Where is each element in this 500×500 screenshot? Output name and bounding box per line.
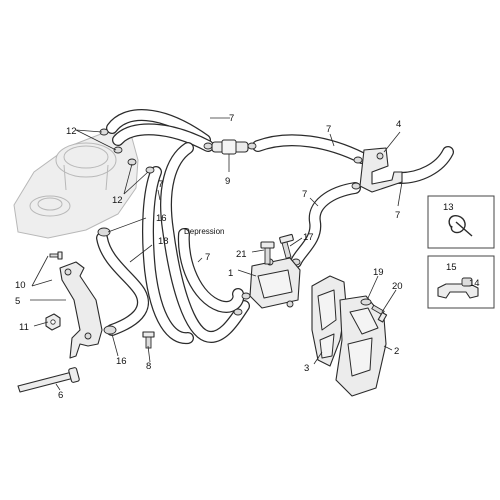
callout-17: 17 xyxy=(303,232,314,243)
callout-7-far-right: 7 xyxy=(395,210,400,221)
callout-5: 5 xyxy=(15,296,20,307)
callout-12-lower: 12 xyxy=(112,195,123,206)
bolt-17 xyxy=(279,233,294,259)
callout-7-right-mid: 7 xyxy=(302,189,307,200)
callout-7-upper-right: 7 xyxy=(326,124,331,135)
callout-11: 11 xyxy=(19,322,29,333)
callout-16-lower: 16 xyxy=(116,356,127,367)
callout-6: 6 xyxy=(58,390,63,401)
cover-2 xyxy=(335,295,387,397)
callout-9: 9 xyxy=(225,176,230,187)
callout-15: 15 xyxy=(446,262,457,273)
t-fitting-4 xyxy=(359,147,403,193)
washer-19 xyxy=(360,298,372,306)
callout-12-upper: 12 xyxy=(66,126,77,137)
leader-lines xyxy=(30,117,403,391)
hose-upper-right xyxy=(252,134,368,164)
callout-3: 3 xyxy=(304,363,309,374)
hose-18 xyxy=(96,232,149,336)
callout-14: 14 xyxy=(469,278,480,289)
callout-labels: 7 7 7 7 7 7 4 9 12 12 16 16 18 Depressio… xyxy=(15,113,480,401)
bolt-21 xyxy=(260,241,275,265)
depression-label: Depression xyxy=(184,227,224,236)
callout-1: 1 xyxy=(228,268,233,279)
hose-depression xyxy=(142,142,250,345)
callout-13: 13 xyxy=(443,202,454,213)
pin-6 xyxy=(17,367,80,393)
bracket-5 xyxy=(59,261,103,359)
callout-20: 20 xyxy=(392,281,403,292)
hose-clamps xyxy=(99,128,403,316)
valve-1 xyxy=(249,257,301,309)
connector-9 xyxy=(211,139,249,172)
hose-top xyxy=(106,109,214,152)
callout-7-depression: 7 xyxy=(205,252,210,263)
fuel-tank-ghost xyxy=(13,131,139,239)
callout-18: 18 xyxy=(158,236,169,247)
screw-20 xyxy=(371,304,388,323)
clamp-16-lower xyxy=(103,325,117,335)
callout-10: 10 xyxy=(15,280,26,291)
inset-box-14-15 xyxy=(427,255,495,309)
canister-3 xyxy=(311,275,347,367)
callout-16-upper: 16 xyxy=(156,213,167,224)
hose-right-short xyxy=(394,146,454,184)
hose-depression-2 xyxy=(177,228,245,313)
screw-10 xyxy=(49,251,63,260)
inset-box-13 xyxy=(427,195,495,249)
callout-4: 4 xyxy=(396,119,401,130)
callout-21: 21 xyxy=(236,249,247,260)
nut-11 xyxy=(45,313,61,331)
bolt-8 xyxy=(142,331,155,349)
hose-down-to-valve xyxy=(290,182,361,268)
callout-7-center: 7 xyxy=(158,179,163,190)
callout-19: 19 xyxy=(373,267,384,278)
callout-2: 2 xyxy=(394,346,399,357)
callout-7-top: 7 xyxy=(229,113,234,124)
callout-8: 8 xyxy=(146,361,151,372)
clamp-16-upper xyxy=(97,227,111,237)
